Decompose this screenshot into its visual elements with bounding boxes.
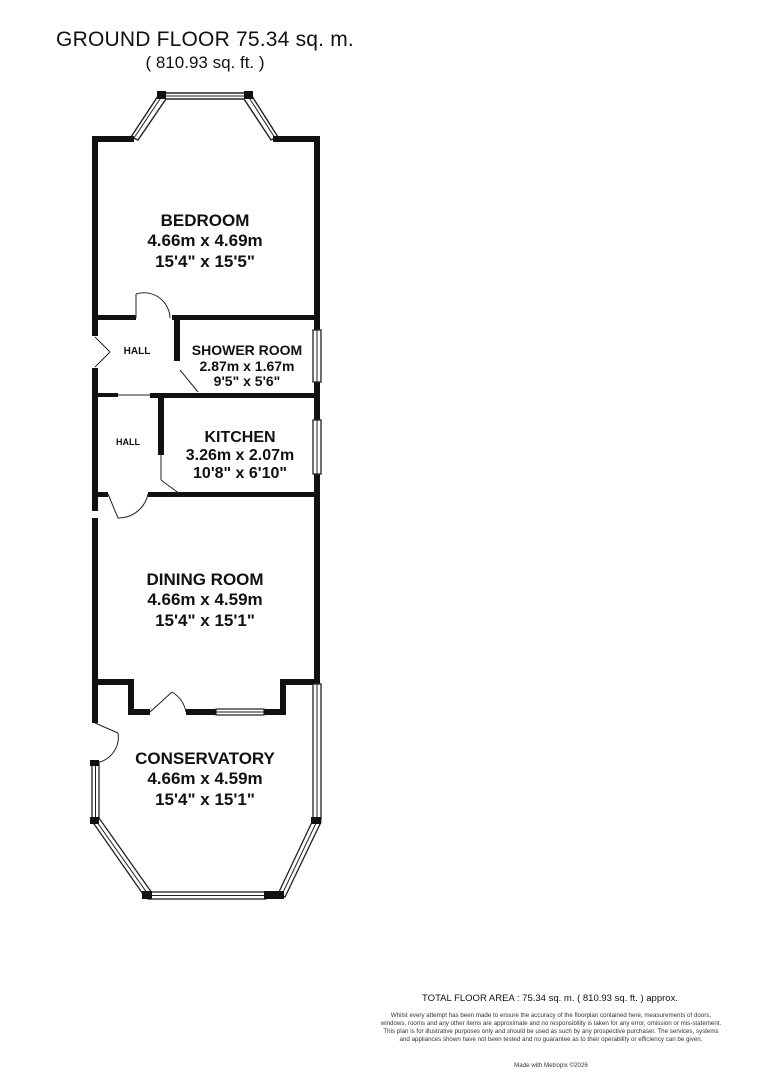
- room-name: BEDROOM: [160, 211, 250, 230]
- room-hall-upper: HALL: [112, 346, 162, 358]
- disclaimer: Whilst every attempt has been made to en…: [380, 1012, 722, 1043]
- room-metric: 4.66m x 4.59m: [147, 590, 263, 610]
- room-hall-lower: HALL: [104, 437, 152, 448]
- doors: [94, 292, 199, 764]
- total-floor-area: TOTAL FLOOR AREA : 75.34 sq. m. ( 810.93…: [422, 993, 678, 1004]
- room-name: HALL: [123, 346, 151, 357]
- side-windows: [215, 329, 322, 716]
- room-imperial: 15'4" x 15'1": [155, 610, 255, 630]
- room-metric: 4.66m x 4.59m: [147, 769, 263, 789]
- room-metric: 4.66m x 4.69m: [147, 231, 263, 251]
- room-kitchen: KITCHEN 3.26m x 2.07m 10'8" x 6'10": [166, 429, 314, 483]
- floor-area-imperial: ( 810.93 sq. ft. ): [145, 53, 265, 72]
- interior-walls: [98, 315, 320, 497]
- room-imperial: 10'8" x 6'10": [193, 464, 287, 482]
- exterior-walls: [92, 136, 320, 723]
- room-conservatory: CONSERVATORY 4.66m x 4.59m 15'4" x 15'1": [100, 749, 310, 810]
- room-imperial: 15'4" x 15'1": [155, 789, 255, 809]
- made-with-credit: Made with Metropix ©2026: [514, 1062, 588, 1069]
- room-bedroom: BEDROOM 4.66m x 4.69m 15'4" x 15'5": [100, 211, 310, 272]
- bedroom-bay-window: [129, 91, 280, 141]
- room-name: KITCHEN: [204, 429, 276, 446]
- room-name: CONSERVATORY: [135, 749, 275, 768]
- room-metric: 3.26m x 2.07m: [185, 446, 295, 464]
- room-name: SHOWER ROOM: [191, 342, 303, 358]
- room-dining-room: DINING ROOM 4.66m x 4.59m 15'4" x 15'1": [100, 570, 310, 631]
- room-imperial: 15'4" x 15'5": [155, 251, 255, 271]
- room-shower-room: SHOWER ROOM 2.87m x 1.67m 9'5" x 5'6": [180, 342, 314, 390]
- room-name: DINING ROOM: [146, 570, 264, 589]
- conservatory-glazing: [90, 683, 322, 900]
- room-name: HALL: [116, 437, 140, 447]
- room-metric: 2.87m x 1.67m: [199, 357, 295, 374]
- room-imperial: 9'5" x 5'6": [213, 373, 281, 390]
- floor-title: GROUND FLOOR 75.34 sq. m.: [56, 28, 354, 51]
